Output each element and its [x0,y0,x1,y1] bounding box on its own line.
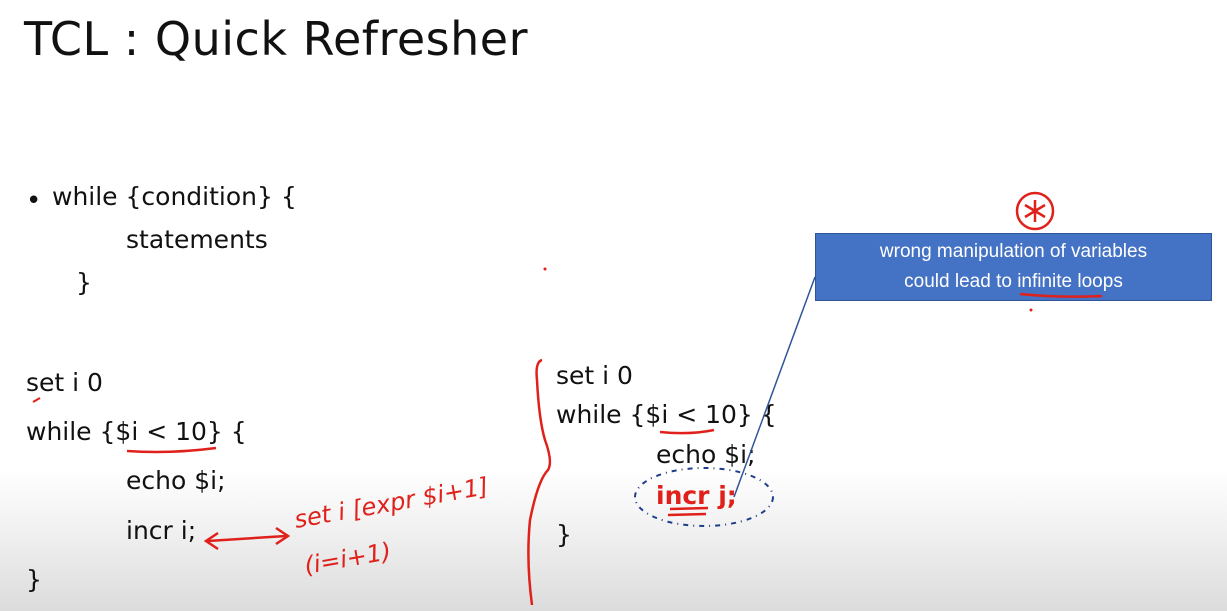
syntax-while-line: while {condition} { [52,182,297,211]
handwritten-increment-note: (i=i+1) [302,537,393,580]
handwritten-expr-note: set i [expr $i+1] [292,472,490,534]
right-close-brace: } [556,520,572,549]
ink-dot-2 [1029,308,1033,312]
right-incr-line: incr j; [656,481,737,510]
left-while-line: while {$i < 10} { [26,417,247,446]
ink-curly-brace [527,358,552,606]
left-echo-line: echo $i; [126,466,226,495]
ink-underline-right-condition [659,428,715,435]
ink-underline-left-condition [126,446,217,454]
bullet-marker: • [26,186,42,216]
ink-underline-set [32,397,41,403]
callout-line-1: wrong manipulation of variables [879,241,1148,262]
syntax-statements-line: statements [126,225,268,254]
left-incr-line: incr i; [126,516,197,545]
left-close-brace: } [26,565,42,594]
callout-line-2: could lead to infinite loops [904,271,1123,292]
left-set-line: set i 0 [26,368,103,397]
star-icon [1015,191,1055,231]
right-while-line: while {$i < 10} { [556,400,777,429]
right-echo-line: echo $i; [656,440,756,469]
ink-double-arrow [207,534,287,543]
ink-dot-1 [543,267,547,271]
slide-title: TCL : Quick Refresher [24,12,529,66]
right-set-line: set i 0 [556,361,633,390]
syntax-close-brace: } [76,268,92,297]
callout-box: wrong manipulation of variables could le… [815,233,1212,301]
